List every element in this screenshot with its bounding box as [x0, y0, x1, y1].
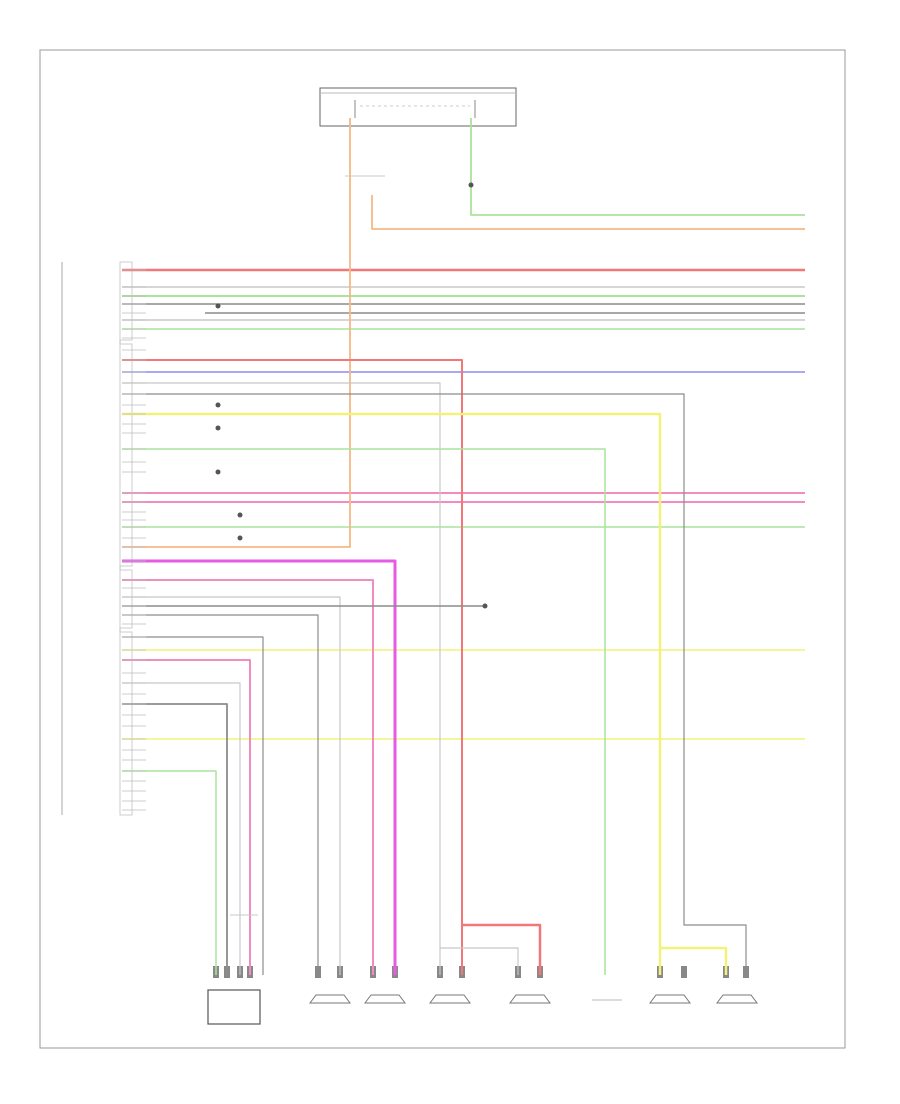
wire-magenta-speaker — [122, 559, 397, 975]
speaker-icon — [716, 994, 758, 1004]
wire-gray-rear-speaker — [122, 596, 341, 975]
wire-gray-audio-unit-2 — [122, 682, 241, 975]
wire-gray-cross — [440, 947, 519, 975]
junction-dot — [215, 402, 221, 408]
top-relay-box — [319, 87, 517, 127]
wire-group — [122, 118, 805, 975]
speaker-group — [213, 966, 758, 1004]
diagram-frame — [39, 49, 846, 1049]
connector-block-c — [119, 569, 133, 629]
wire-gray-audio-unit — [122, 636, 264, 975]
wire-orange-module-feed — [122, 118, 351, 548]
speaker-icon — [509, 994, 551, 1004]
speaker-icon — [364, 994, 406, 1004]
wire-pink-speaker — [122, 579, 374, 975]
wire-red-speaker — [122, 359, 463, 975]
speaker-icon — [309, 994, 351, 1004]
junction-dot — [237, 535, 243, 541]
junction-dot — [468, 182, 474, 188]
wire-green-speaker — [122, 448, 606, 975]
wire-red-cross — [462, 923, 542, 975]
connector-pin — [681, 966, 687, 978]
wire-gray-right-speaker — [122, 393, 747, 975]
connector-block-a — [119, 261, 133, 341]
connector-block-b — [119, 343, 133, 567]
speaker-icon — [649, 994, 691, 1004]
wire-green-relay-feed — [470, 118, 805, 216]
connector-block-d — [119, 631, 133, 816]
junction-dot — [237, 512, 243, 518]
wire-gray-audio-unit-3 — [122, 703, 228, 975]
wire-yellow-cross — [660, 946, 728, 975]
wire-yellow-speaker — [122, 412, 662, 975]
wire-pink-audio-unit — [122, 659, 251, 975]
wire-orange-relay-feed — [371, 195, 805, 230]
audio-unit-box — [207, 989, 261, 1025]
pin-group — [122, 182, 488, 811]
wire-green-audio-unit — [122, 770, 217, 975]
junction-dot — [215, 303, 221, 309]
wire-gray-rear-speaker-2 — [122, 614, 319, 975]
speaker-icon — [429, 994, 471, 1004]
junction-dot — [482, 603, 488, 609]
junction-dot — [215, 469, 221, 475]
wire-gray-speaker — [122, 382, 441, 975]
junction-dot — [215, 425, 221, 431]
